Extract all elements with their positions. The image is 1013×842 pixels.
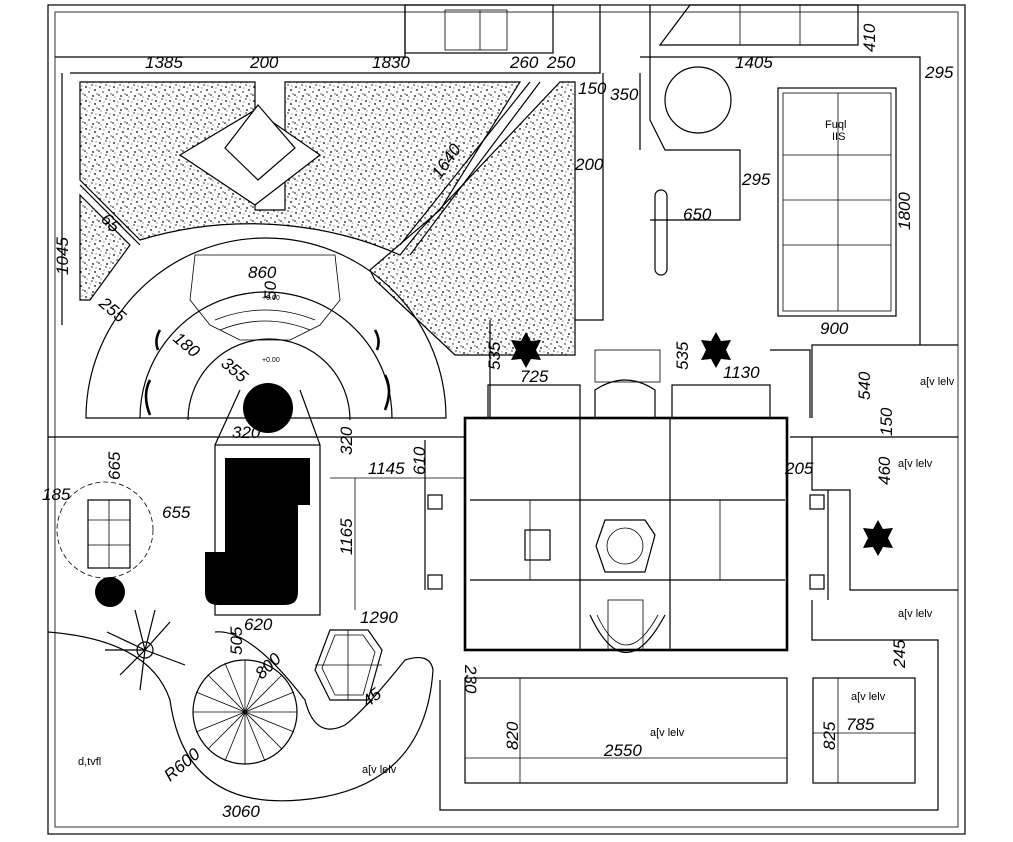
dim-150b: 150 xyxy=(877,407,896,436)
note-2: a[v lelv xyxy=(898,458,933,470)
dim-295b: 295 xyxy=(741,170,771,189)
dim-200b: 200 xyxy=(574,155,604,174)
note-1: a[v lelv xyxy=(920,376,955,388)
dim-540: 540 xyxy=(855,371,874,400)
dim-180: 180 xyxy=(169,329,203,362)
note-6: a[v lelv xyxy=(362,764,397,776)
dim-2550: 2550 xyxy=(603,741,642,760)
dim-200a: 200 xyxy=(249,53,279,72)
dim-785: 785 xyxy=(846,715,875,734)
note-pool: Fuql xyxy=(825,119,846,131)
swimming-pool xyxy=(205,389,465,616)
dim-620: 620 xyxy=(244,615,273,634)
dim-535b: 535 xyxy=(673,341,692,370)
dim-150a: 150 xyxy=(578,79,607,98)
dim-355: 355 xyxy=(217,354,251,387)
dim-610: 610 xyxy=(410,446,429,475)
dim-650: 650 xyxy=(683,205,712,224)
right-side-areas xyxy=(439,344,958,811)
dim-1830: 1830 xyxy=(372,53,410,72)
dim-1145: 1145 xyxy=(368,459,405,478)
villa-building xyxy=(424,320,829,654)
area-notes: a[v lelv a[v lelv a[v lelv a[v lelv a[v … xyxy=(78,119,955,776)
level-1: +0.00 xyxy=(262,357,280,364)
dim-250: 250 xyxy=(546,53,576,72)
dim-1130: 1130 xyxy=(723,363,760,382)
note-entrance: d,tvfl xyxy=(78,756,101,768)
dim-725: 725 xyxy=(520,367,549,386)
note-4: a[v lelv xyxy=(851,691,886,703)
left-garden-elements xyxy=(47,481,434,802)
dim-860: 860 xyxy=(248,263,277,282)
dim-820: 820 xyxy=(503,721,522,750)
dim-655: 655 xyxy=(162,503,191,522)
dim-185: 185 xyxy=(42,485,71,504)
dim-230: 230 xyxy=(461,664,480,694)
dim-1290: 1290 xyxy=(360,608,398,627)
dim-320b: 320 xyxy=(337,426,356,455)
dim-505: 505 xyxy=(227,626,246,655)
dim-350: 350 xyxy=(610,85,639,104)
dim-50: 50 xyxy=(261,281,280,300)
dim-1045: 1045 xyxy=(53,237,72,275)
dim-800: 800 xyxy=(251,649,285,683)
walkway-lines xyxy=(48,5,958,438)
dim-1385: 1385 xyxy=(145,53,183,72)
note-pool2: IIS xyxy=(832,131,845,143)
star-plants xyxy=(511,332,893,556)
dim-320a: 320 xyxy=(232,423,261,442)
note-5: a[v lelv xyxy=(650,727,685,739)
dim-1800: 1800 xyxy=(895,192,914,230)
dim-1405: 1405 xyxy=(735,53,773,72)
dim-245: 245 xyxy=(890,639,909,669)
dim-295a: 295 xyxy=(924,63,954,82)
dim-260: 260 xyxy=(509,53,539,72)
dim-255: 255 xyxy=(95,293,130,327)
dim-3060: 3060 xyxy=(222,802,260,821)
dim-665: 665 xyxy=(105,451,124,480)
semicircle-plaza xyxy=(85,237,447,433)
note-3: a[v lelv xyxy=(898,608,933,620)
dim-205: 205 xyxy=(784,459,814,478)
dim-r600: R600 xyxy=(160,744,204,785)
round-paving-rays xyxy=(193,660,297,764)
dim-410: 410 xyxy=(860,23,879,52)
gravel-lawn xyxy=(79,81,576,356)
dim-1165: 1165 xyxy=(337,518,356,555)
dim-900: 900 xyxy=(820,319,849,338)
dim-535a: 535 xyxy=(485,341,504,370)
dim-460: 460 xyxy=(875,456,894,485)
top-right-structures xyxy=(404,4,897,317)
dim-825: 825 xyxy=(820,721,839,750)
level-2: +0.60 xyxy=(262,295,280,302)
